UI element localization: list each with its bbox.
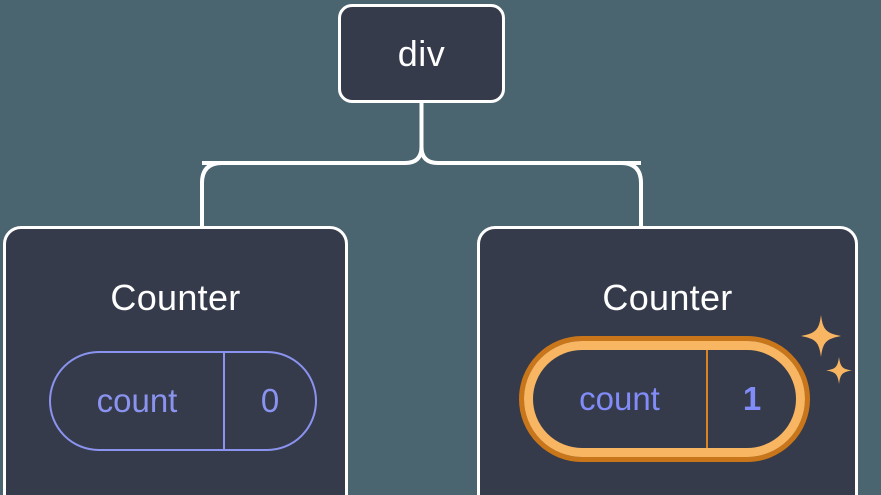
state-key-label: count <box>51 353 225 449</box>
node-div[interactable]: div <box>338 4 505 103</box>
state-key-label: count <box>533 350 708 448</box>
state-pill-count-right[interactable]: count 1 <box>519 336 810 462</box>
node-counter-left-label: Counter <box>110 277 241 318</box>
state-pill-count-left[interactable]: count 0 <box>49 351 317 451</box>
state-pill-inner-ring: count 1 <box>524 341 805 457</box>
state-value-label: 1 <box>742 380 762 417</box>
node-div-label: div <box>397 32 446 74</box>
node-counter-right-label: Counter <box>602 277 733 318</box>
node-counter-left[interactable]: Counter count 0 <box>3 226 348 495</box>
node-counter-right[interactable]: Counter count 1 <box>477 226 858 495</box>
state-value-label: 0 <box>260 382 280 419</box>
